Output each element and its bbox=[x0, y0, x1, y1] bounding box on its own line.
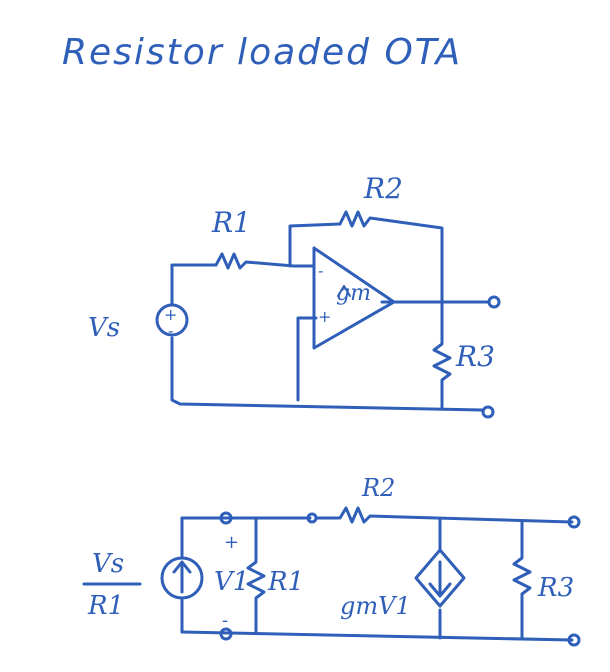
label-v1-minus: - bbox=[222, 610, 228, 631]
label-r2: R2 bbox=[363, 172, 403, 205]
current-source-symbol bbox=[160, 556, 204, 600]
output-terminal-bottom-b bbox=[567, 633, 581, 647]
label-r1-bottom: R1 bbox=[267, 567, 304, 597]
wire-bottom-rail-b bbox=[180, 630, 574, 642]
wire-plus-input bbox=[296, 316, 318, 402]
label-vs: Vs bbox=[88, 313, 120, 343]
label-r2-bottom: R2 bbox=[361, 474, 395, 502]
ota-gm-mark bbox=[337, 285, 351, 297]
wire-bottom-rail bbox=[170, 336, 484, 412]
source-plus-sign: + bbox=[164, 305, 177, 324]
resistor-r3-bottom bbox=[512, 520, 532, 640]
source-minus-sign: - bbox=[168, 321, 173, 340]
output-terminal-top-b bbox=[567, 515, 581, 529]
current-source-arrow bbox=[172, 560, 192, 594]
label-gmv1: gmV1 bbox=[340, 592, 411, 620]
ota-symbol bbox=[312, 246, 396, 350]
label-v1: V1 bbox=[214, 567, 249, 597]
resistor-r2 bbox=[338, 210, 444, 302]
ota-minus-sign: - bbox=[318, 261, 323, 280]
wire-r2-left bbox=[288, 222, 342, 268]
resistor-r1 bbox=[214, 252, 296, 270]
terminal-v1-bottom bbox=[219, 627, 233, 641]
label-r1-den: R1 bbox=[87, 591, 124, 621]
ota-gm-label: gm bbox=[336, 281, 371, 306]
output-terminal-bottom bbox=[481, 405, 495, 419]
label-r3-bottom: R3 bbox=[537, 573, 574, 603]
output-terminal-top bbox=[487, 295, 501, 309]
top-circuit bbox=[155, 210, 501, 419]
wire-source-top bbox=[170, 263, 218, 307]
label-r1: R1 bbox=[211, 206, 251, 239]
bottom-circuit bbox=[160, 506, 581, 647]
vccs-arrow bbox=[428, 560, 452, 598]
resistor-r3 bbox=[432, 298, 452, 410]
node-r2-left bbox=[306, 512, 318, 524]
label-r3: R3 bbox=[455, 340, 495, 373]
ota-plus-sign: + bbox=[318, 307, 331, 326]
resistor-r2-bottom bbox=[314, 506, 574, 524]
label-v1-plus: + bbox=[224, 532, 239, 553]
voltage-source-symbol bbox=[155, 303, 189, 337]
diagram-title: Resistor loaded OTA bbox=[62, 32, 462, 73]
terminal-v1-top bbox=[219, 511, 233, 525]
label-vs-num: Vs bbox=[92, 549, 124, 579]
vccs-symbol bbox=[414, 548, 466, 608]
resistor-r1-bottom bbox=[246, 516, 266, 634]
